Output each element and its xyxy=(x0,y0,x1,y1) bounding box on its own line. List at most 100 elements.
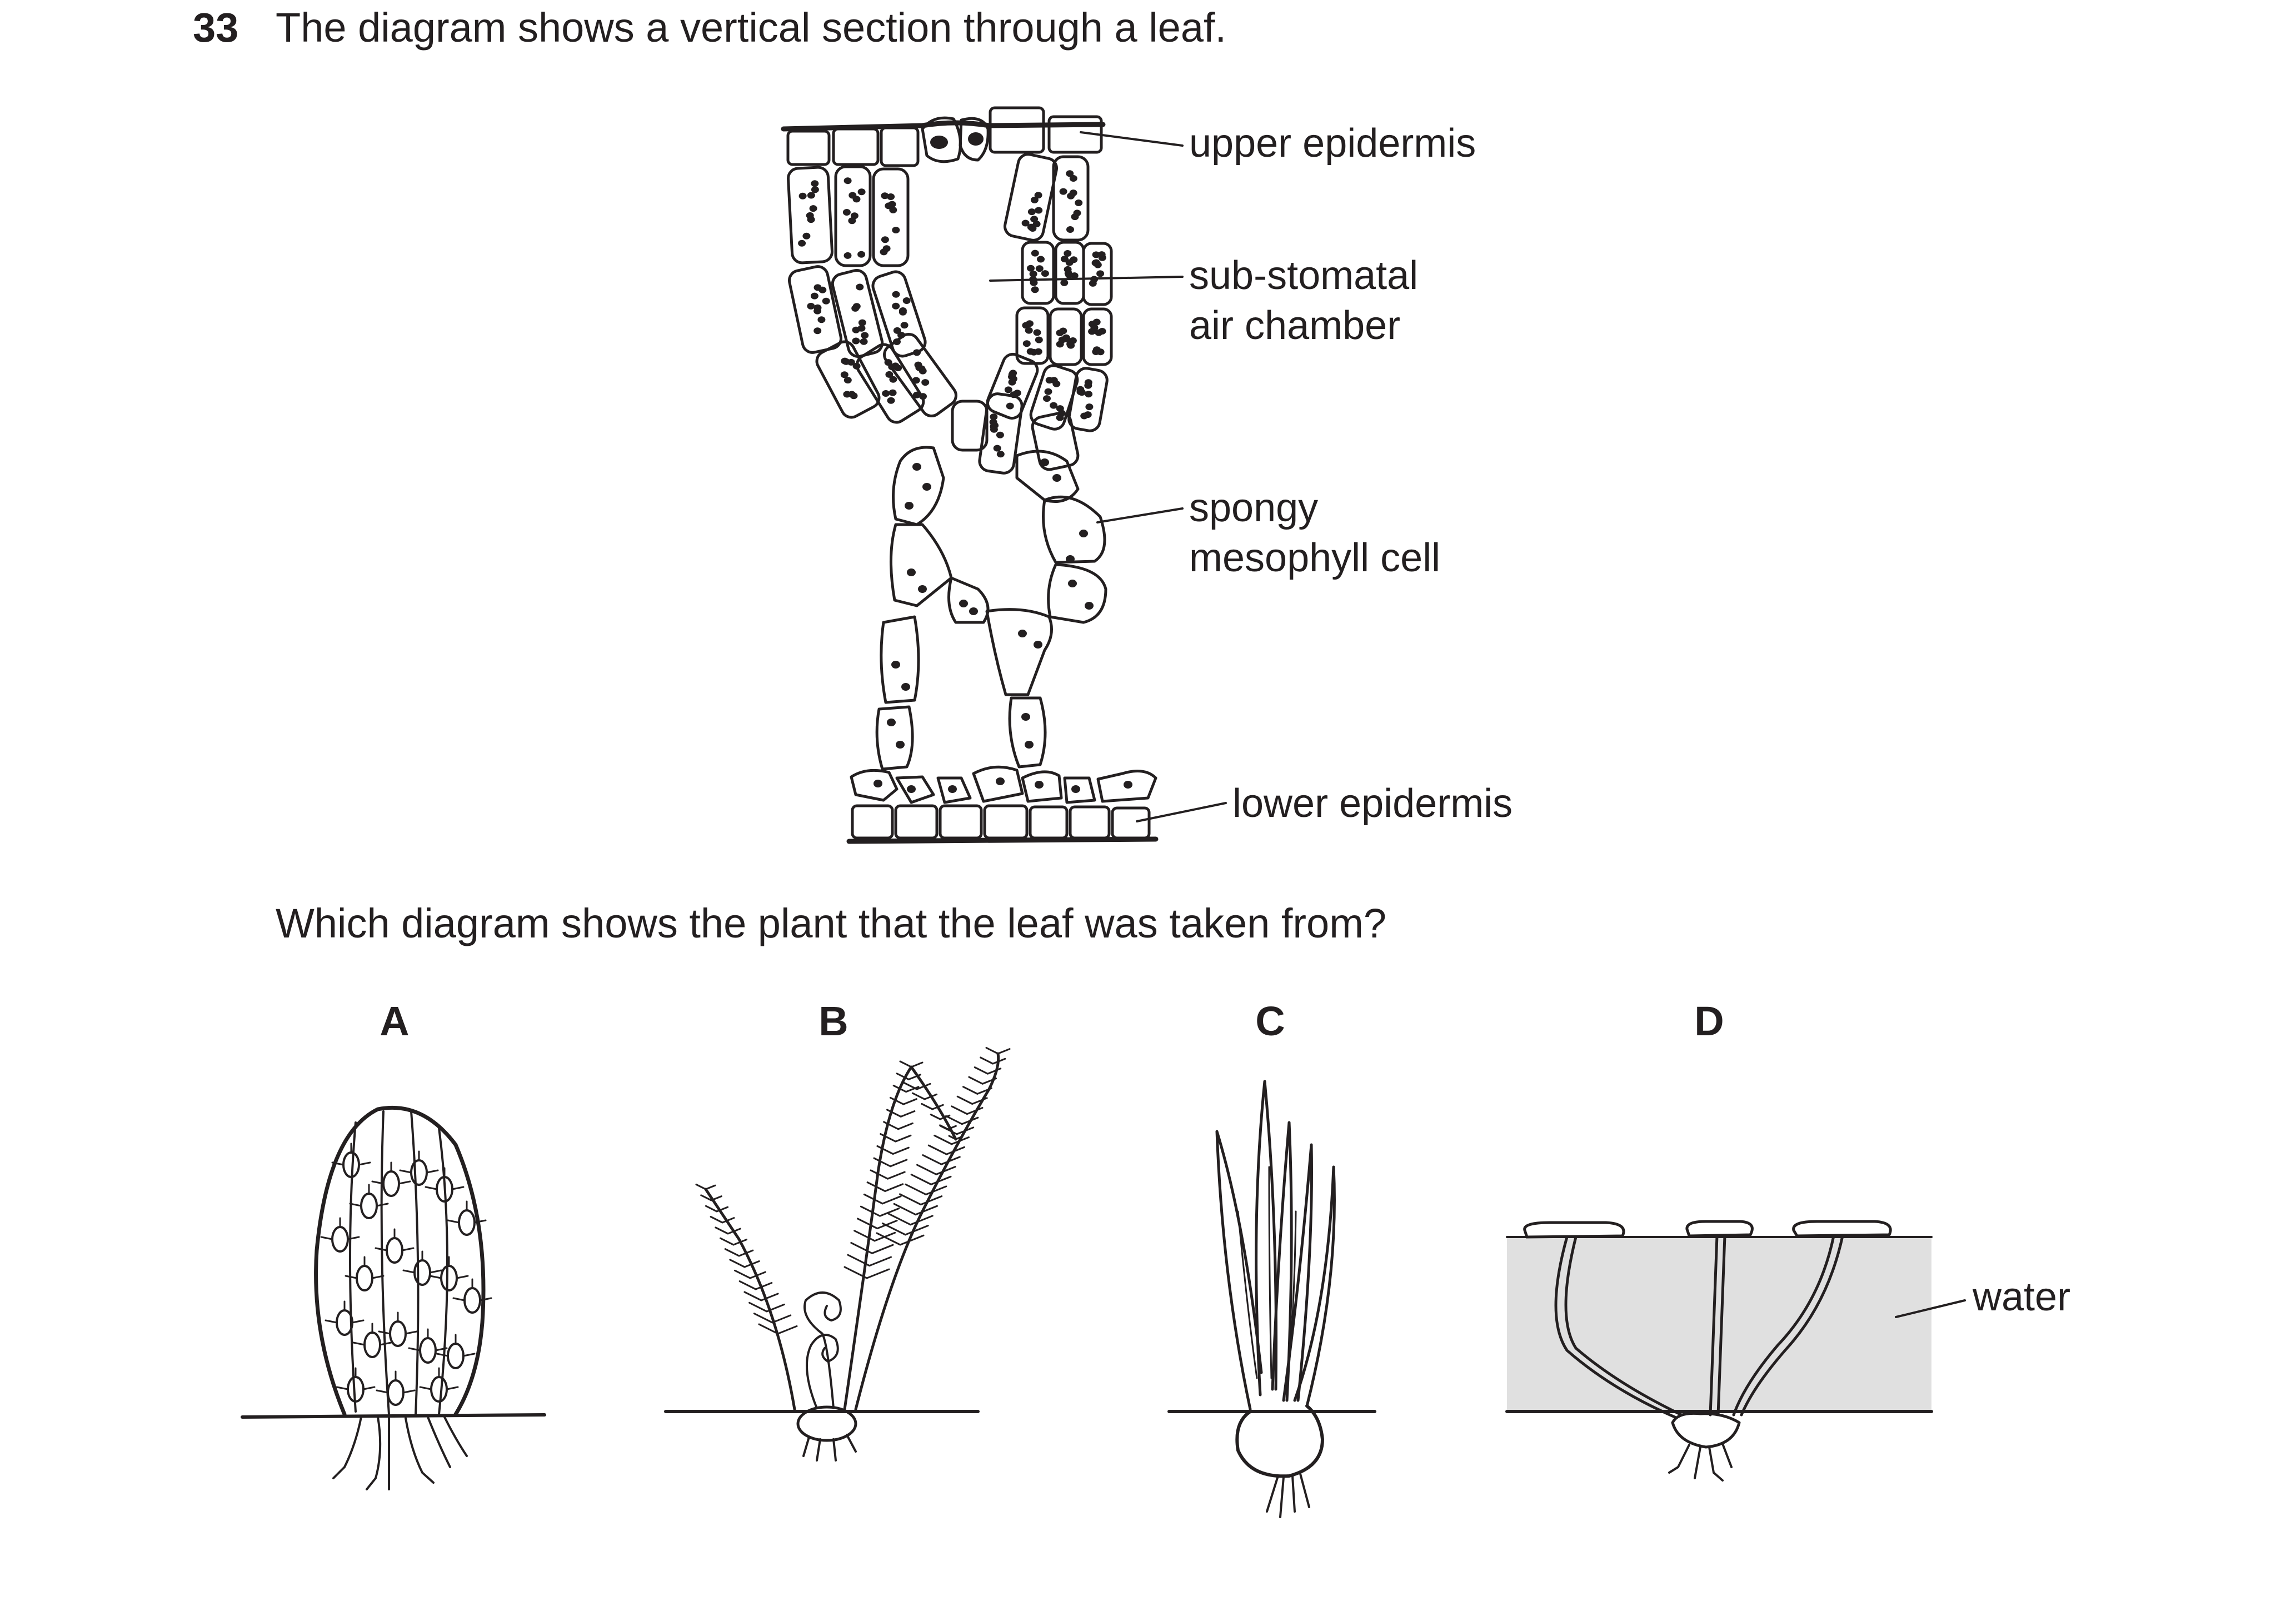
fern-leaflet xyxy=(880,1133,912,1143)
chloroplast xyxy=(1031,250,1039,257)
chloroplast xyxy=(1030,216,1039,223)
chloroplast xyxy=(817,316,826,323)
chloroplast xyxy=(1050,402,1058,409)
chloroplast xyxy=(996,777,1005,785)
chloroplast xyxy=(1085,602,1094,610)
chloroplast xyxy=(843,177,852,184)
fern-leaflet xyxy=(968,1076,997,1085)
cactus-areole xyxy=(410,1159,428,1186)
chloroplast xyxy=(818,286,827,293)
chloroplast xyxy=(889,206,897,213)
cactus-spine xyxy=(371,1161,411,1185)
chloroplast xyxy=(1034,192,1042,199)
chloroplast xyxy=(892,302,900,310)
fern-leaflet xyxy=(956,1095,988,1105)
fern-leaflet xyxy=(705,1205,729,1213)
cactus-spine xyxy=(402,1250,442,1274)
cactus-spine xyxy=(436,1334,476,1357)
chloroplast xyxy=(1027,265,1035,272)
fern-leaflet xyxy=(883,1121,914,1130)
chloroplast xyxy=(861,332,869,339)
chloroplast xyxy=(887,397,895,404)
question-number: 33 xyxy=(193,4,239,51)
chloroplast xyxy=(1091,260,1100,267)
chloroplast xyxy=(919,393,927,400)
chloroplast xyxy=(1066,170,1074,177)
cactus-areole xyxy=(363,1331,381,1358)
option-a-letter[interactable]: A xyxy=(380,998,410,1044)
chloroplast xyxy=(1065,259,1074,266)
fern-leaflet xyxy=(930,1114,951,1120)
chloroplast xyxy=(850,212,858,220)
fern-leaflet xyxy=(866,1181,904,1192)
chloroplast xyxy=(1008,371,1016,378)
question-prompt: Which diagram shows the plant that the l… xyxy=(276,900,1387,946)
chloroplast xyxy=(840,371,848,378)
chloroplast xyxy=(852,337,860,345)
chloroplast xyxy=(1077,389,1086,396)
label-leader-lines xyxy=(989,131,1227,822)
chloroplast xyxy=(969,607,978,615)
chloroplast xyxy=(860,338,868,345)
chloroplast xyxy=(1021,220,1030,227)
chloroplast xyxy=(1044,388,1052,395)
cactus-icon[interactable] xyxy=(241,1105,546,1490)
cactus-areole xyxy=(331,1226,349,1253)
fern-leaflet xyxy=(962,1086,992,1095)
water-lily-icon[interactable] xyxy=(1505,1220,1966,1482)
chloroplast xyxy=(919,367,927,375)
chloroplast xyxy=(843,252,852,259)
chloroplast xyxy=(851,305,860,312)
chloroplast xyxy=(912,377,920,384)
option-c-letter[interactable]: C xyxy=(1255,998,1285,1044)
chloroplast xyxy=(798,240,806,247)
chloroplast xyxy=(811,186,819,193)
cactus-areole xyxy=(458,1209,476,1236)
chloroplast xyxy=(1040,458,1049,466)
lower-epidermis xyxy=(846,804,1159,844)
fern-leaflet xyxy=(847,1254,892,1267)
chloroplast xyxy=(1025,327,1033,334)
fern-icon[interactable] xyxy=(664,1047,1011,1462)
chloroplast xyxy=(847,358,855,366)
chloroplast xyxy=(1021,713,1030,721)
chloroplast xyxy=(1088,328,1096,335)
chloroplast xyxy=(996,431,1004,438)
chloroplast xyxy=(1045,377,1054,384)
question-stem: The diagram shows a vertical section thr… xyxy=(276,4,1227,51)
chloroplast xyxy=(1035,336,1043,343)
chloroplast xyxy=(990,413,998,421)
chloroplast xyxy=(841,357,849,365)
chloroplast xyxy=(996,451,1005,458)
chloroplast xyxy=(1022,340,1031,347)
chloroplast xyxy=(810,292,818,300)
chloroplast xyxy=(813,327,822,335)
fern-leaflet xyxy=(910,1174,952,1185)
chloroplast xyxy=(1030,279,1038,286)
chloroplast xyxy=(912,463,921,471)
chloroplast xyxy=(1068,580,1077,587)
option-d-letter[interactable]: D xyxy=(1694,998,1724,1044)
fern-leaflet xyxy=(710,1216,735,1224)
fern-leaflet xyxy=(927,1144,965,1155)
cactus-areole xyxy=(336,1309,353,1336)
fern-leaflet xyxy=(850,1242,894,1254)
cactus-areole xyxy=(430,1376,448,1403)
fern-leaflet xyxy=(715,1226,741,1235)
chloroplast xyxy=(1052,380,1061,387)
chloroplast xyxy=(848,192,857,199)
cactus-areole xyxy=(440,1265,458,1291)
chloroplast xyxy=(882,390,890,397)
fern-leaflet xyxy=(881,1223,929,1236)
chloroplast xyxy=(1097,251,1106,258)
chloroplast xyxy=(907,785,916,793)
fern-leaflet xyxy=(945,1115,979,1125)
fern-leaflet xyxy=(899,1060,924,1068)
grass-icon[interactable] xyxy=(1167,1080,1376,1518)
option-b-letter[interactable]: B xyxy=(818,998,848,1044)
chloroplast xyxy=(1092,318,1101,326)
cactus-spine xyxy=(320,1217,360,1240)
chloroplast xyxy=(1052,474,1061,482)
chloroplast xyxy=(893,327,901,334)
chloroplast xyxy=(893,338,901,345)
